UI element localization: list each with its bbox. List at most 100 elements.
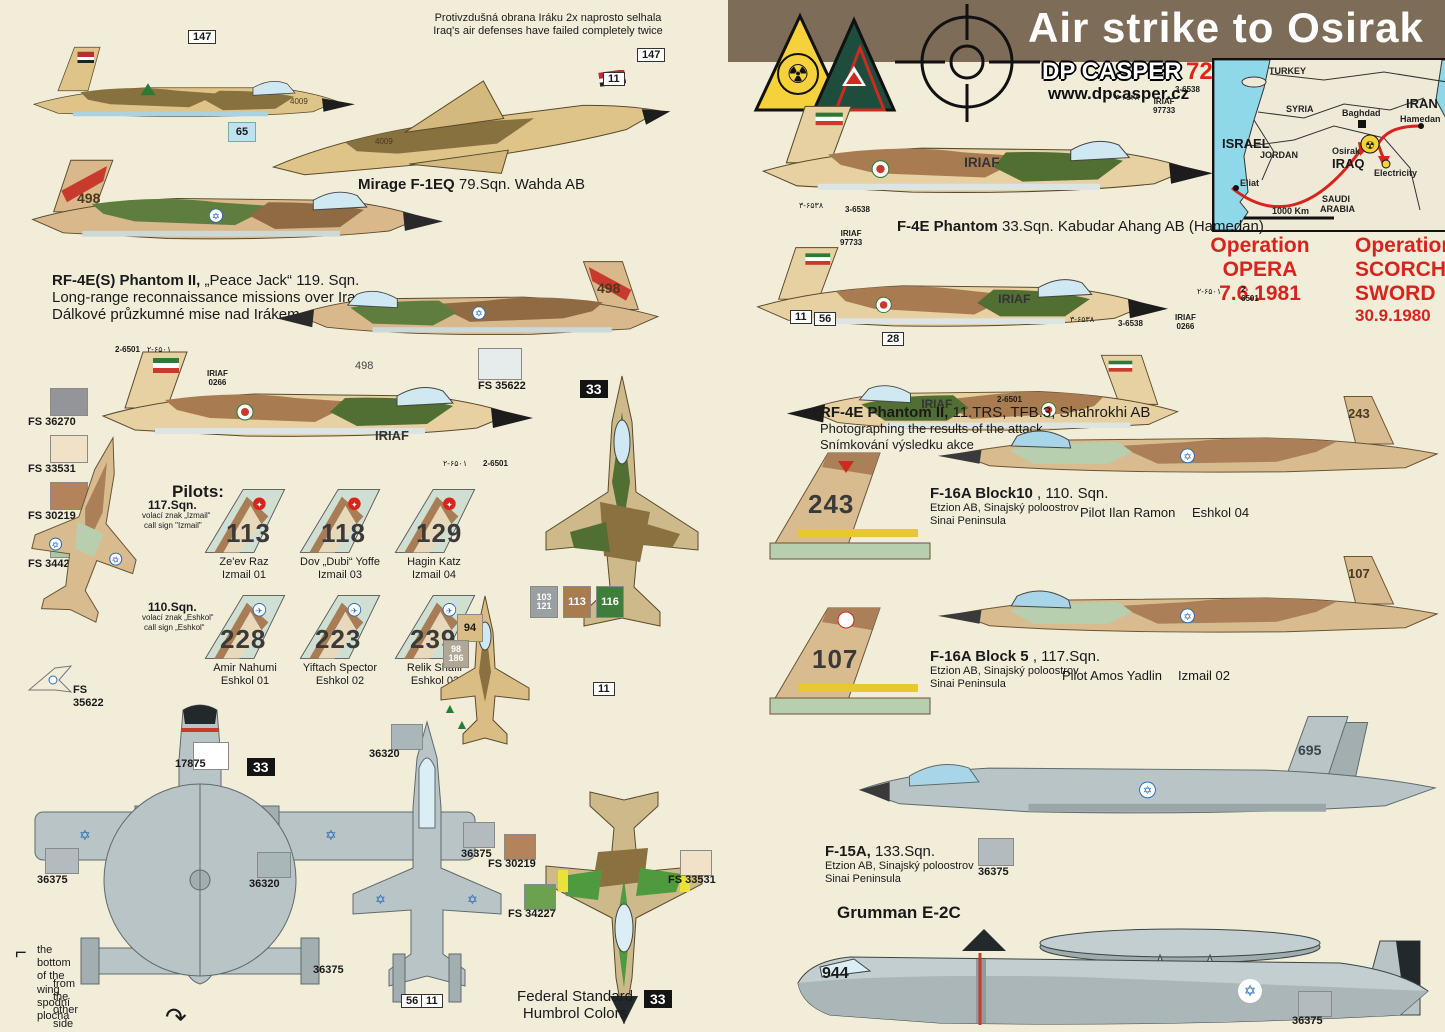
brand-logo: ☢ (748, 8, 913, 116)
fs-chip-row: FS 30219 (28, 482, 88, 523)
f15a-caption: F-15A, 133.Sqn. Etzion AB, Sinajský polo… (825, 843, 974, 886)
tail-129-number: 129 (416, 518, 463, 548)
side-note-l1: from the other side (53, 978, 79, 1030)
e2c-chip-swatch (1298, 991, 1332, 1017)
mirage-side-profile: 147 65 4009 (28, 22, 358, 152)
svg-text:✈: ✈ (446, 606, 453, 615)
badge-56: 56 (401, 994, 424, 1008)
rf4es-iranian-art (101, 351, 533, 437)
mirage-caption: Mirage F-1EQ 79.Sqn. Wahda AB (358, 176, 585, 193)
pilot-name: Ze'ev Raz (219, 556, 269, 568)
tail-129: ✦ 129 Hagin Katz Izmail 04 (390, 484, 480, 581)
iranian-code-b: 2-6501 (483, 459, 508, 468)
fs35622-note-2: FS 35622 (25, 660, 104, 709)
chip-36320-f15-label: 36320 (369, 748, 400, 760)
pilots-title: Pilots: (172, 482, 224, 501)
top-note-en: Iraq's air defenses have failed complete… (433, 25, 663, 38)
chip-fs33531-label: FS 33531 (668, 874, 716, 886)
chip-36320-f15 (391, 724, 423, 750)
badge-33-e2c: 33 (247, 758, 275, 776)
f16a10-pilot: Pilot Ilan Ramon (1080, 505, 1176, 520)
rf4e-name: RF-4E Phantom II, (820, 404, 949, 421)
sketch-plane-art (27, 665, 73, 693)
chip-121: 121 (536, 601, 552, 611)
f15a-tail-number: 695 (1298, 742, 1322, 758)
f15a-side: ✡ 695 (850, 706, 1445, 851)
pilot-callsign: Eshkol 02 (315, 675, 365, 688)
mirage-top-art (271, 70, 671, 176)
top-note: Protivzdušná obrana Iráku 2x naprosto se… (383, 12, 713, 38)
mirage-top-view: 147 11 4009 (255, 48, 675, 180)
map-saudi1: SAUDI (1322, 194, 1351, 204)
f4e-name: F-4E Phantom (897, 218, 998, 235)
tail-228-number: 228 (220, 624, 267, 654)
chip-36375-label: 36375 (37, 874, 68, 886)
map-baghdad: Baghdad (1342, 108, 1381, 118)
f4e-profile-1-art: IRIAF (761, 105, 1213, 193)
f16a5-sub: , 117.Sqn. (1032, 648, 1101, 665)
chip-36320-label: 36320 (249, 878, 280, 890)
chip-fs30219-label: FS 30219 (488, 858, 536, 870)
camo-top-view-2: FS 30219 FS 34227 FS 33531 33 (488, 758, 717, 1028)
tail-223-pilot: Yiftach Spector Eshkol 02 (281, 662, 399, 688)
f4e2-reg: IRIAF 97733 (840, 229, 862, 248)
mirage-name: Mirage F-1EQ (358, 176, 455, 193)
f16a5-caption: F-16A Block 5 , 117.Sqn. Etzion AB, Sina… (930, 648, 1100, 691)
fs35622-label-1: FS 35622 (478, 380, 526, 392)
chip-36375-swatch (45, 848, 79, 874)
chip-36375b-f15-label: 36375 (313, 964, 344, 976)
rf4e-code-b: 2-6501 (997, 395, 1022, 404)
mirage-side-art (32, 46, 355, 117)
f4e2-badge-28: 28 (882, 332, 905, 346)
trainer-top-view: 94 98 186 ▲ ▲ (435, 592, 535, 752)
rf4es-tail-number-b: 498 (597, 280, 621, 296)
iranian-reg: IRIAF 0266 (207, 369, 228, 388)
wing-note-l1: the bottom of the wing (37, 944, 71, 996)
pilot-callsign: Izmail 01 (221, 569, 267, 582)
fs-33531-label: FS 33531 (28, 463, 76, 476)
rf4e-cz: Snímkování výsledku akce (820, 436, 974, 452)
federal-standard-line2: Humbrol Colors (522, 1005, 628, 1022)
svg-text:✡: ✡ (50, 539, 60, 551)
chip-36375-f15-label: 36375 (461, 848, 492, 860)
operation-opera-date: 7.6.1981 (1219, 282, 1301, 306)
f16-243-tail-closeup: 243 (768, 445, 933, 563)
camo-top-view-1-art (545, 375, 699, 627)
map-electricity: Electricity (1374, 168, 1418, 178)
rf4e-reg1: IRIAF (1175, 313, 1196, 322)
tail-118-art: ✦ (299, 488, 381, 553)
f15a-chip-label: 36375 (978, 866, 1009, 878)
rf4es-profile-2: ✡ 498 498 (275, 248, 665, 372)
chip-116: 116 (596, 586, 624, 618)
f16-243-side-number: 243 (1348, 406, 1370, 421)
page-title: Air strike to Osirak (1028, 4, 1424, 51)
map-iran: IRAN (1406, 96, 1438, 111)
chip-98: 98 (450, 644, 461, 654)
chip-17875-swatch (193, 742, 229, 770)
f15a-l1: Etzion AB, Sinajský poloostrov (825, 860, 974, 872)
chip-fs34227-label: FS 34227 (508, 908, 556, 920)
brand-logo-art: ☢ (753, 12, 897, 112)
green-triangle-icon: ▲ (455, 716, 469, 732)
wing-note-l2: spodní plocha (37, 996, 71, 1022)
f15a-side-art: ✡ (858, 716, 1437, 814)
f16-243-side: ✡ 243 (930, 392, 1445, 492)
tail-223-number: 223 (315, 624, 362, 654)
svg-text:✡: ✡ (212, 211, 220, 222)
f4e2-badge-11: 11 (790, 310, 812, 324)
f4e2-badge-56: 56 (814, 312, 837, 326)
f15-top-art: ✡ ✡ (352, 720, 502, 1003)
operation-scorch: Operation SCORCH SWORD 30.9.1980 (1355, 234, 1445, 326)
map-scale: 1000 Km (1272, 206, 1310, 216)
f4e2-reg1: IRIAF (840, 229, 862, 238)
corner-arrow-icon: ⌐ (15, 942, 27, 964)
svg-text:✈: ✈ (256, 606, 263, 615)
rf4e-code: 2-6501 (1241, 285, 1259, 303)
sqn110-label: 110.Sqn. (148, 600, 197, 614)
f4e-profile-2: IRIAF IRIAF 97733 11 56 28 3-6538 ۳-۶۵۳۸ (740, 229, 1180, 346)
mirage2-badge-11: 11 (603, 72, 625, 86)
tail-113-art: ✦ (204, 488, 286, 553)
fs-34424-label: FS 34424 (28, 557, 76, 570)
rf4es-profile-1-art: ✡ (31, 159, 444, 240)
f15a-chip: 36375 (978, 838, 1014, 879)
